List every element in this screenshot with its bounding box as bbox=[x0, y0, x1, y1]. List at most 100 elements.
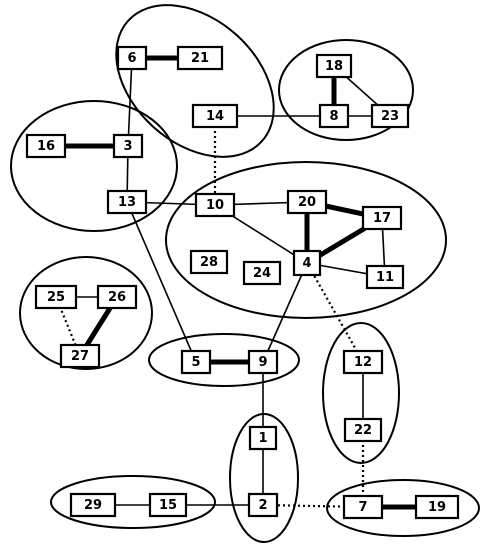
node-label-22: 22 bbox=[354, 423, 372, 438]
node-box-7 bbox=[342, 494, 384, 520]
node-box-18 bbox=[315, 53, 353, 79]
node-27: 27 bbox=[59, 343, 101, 369]
node-label-8: 8 bbox=[329, 109, 338, 124]
cluster-6-21-14 bbox=[115, 4, 275, 158]
node-box-25 bbox=[34, 284, 78, 310]
cluster-12-22 bbox=[322, 322, 400, 464]
node-label-26: 26 bbox=[108, 290, 126, 305]
node-box-19 bbox=[414, 494, 460, 520]
node-label-14: 14 bbox=[206, 109, 224, 124]
node-10: 10 bbox=[194, 192, 236, 218]
node-label-10: 10 bbox=[206, 198, 224, 213]
node-box-17 bbox=[361, 205, 403, 231]
node-label-1: 1 bbox=[258, 431, 267, 446]
node-box-9 bbox=[247, 349, 279, 375]
node-21: 21 bbox=[176, 45, 224, 71]
node-box-16 bbox=[25, 133, 67, 159]
node-label-25: 25 bbox=[47, 290, 65, 305]
node-17: 17 bbox=[361, 205, 403, 231]
node-label-20: 20 bbox=[298, 195, 316, 210]
node-label-23: 23 bbox=[381, 109, 399, 124]
node-28: 28 bbox=[189, 249, 229, 275]
node-6: 6 bbox=[116, 45, 148, 71]
node-box-8 bbox=[318, 103, 350, 129]
node-label-13: 13 bbox=[118, 195, 136, 210]
node-box-13 bbox=[106, 189, 148, 215]
edge-13-5 bbox=[126, 201, 197, 363]
node-13: 13 bbox=[106, 189, 148, 215]
node-label-19: 19 bbox=[428, 500, 446, 515]
node-label-15: 15 bbox=[159, 498, 177, 513]
cluster-7-19 bbox=[326, 479, 480, 537]
node-box-29 bbox=[69, 492, 117, 518]
node-label-3: 3 bbox=[123, 139, 132, 154]
edge-4-12 bbox=[306, 262, 364, 363]
node-label-28: 28 bbox=[200, 255, 218, 270]
node-box-6 bbox=[116, 45, 148, 71]
cluster-5-9 bbox=[148, 333, 300, 387]
node-label-29: 29 bbox=[84, 498, 102, 513]
node-label-4: 4 bbox=[302, 256, 311, 271]
node-19: 19 bbox=[414, 494, 460, 520]
node-18: 18 bbox=[315, 53, 353, 79]
node-label-5: 5 bbox=[191, 355, 200, 370]
node-label-6: 6 bbox=[127, 51, 136, 66]
node-16: 16 bbox=[25, 133, 67, 159]
node-7: 7 bbox=[342, 494, 384, 520]
node-26: 26 bbox=[96, 284, 138, 310]
node-label-21: 21 bbox=[191, 51, 209, 66]
node-22: 22 bbox=[343, 417, 383, 443]
node-label-9: 9 bbox=[258, 355, 267, 370]
node-box-21 bbox=[176, 45, 224, 71]
node-9: 9 bbox=[247, 349, 279, 375]
node-box-11 bbox=[365, 264, 405, 290]
node-layer: 1234567891011121314151617181920212223242… bbox=[25, 45, 460, 520]
node-label-17: 17 bbox=[373, 211, 391, 226]
node-box-14 bbox=[191, 103, 239, 129]
node-8: 8 bbox=[318, 103, 350, 129]
cluster-29-15 bbox=[50, 475, 216, 529]
node-label-11: 11 bbox=[376, 270, 394, 285]
node-2: 2 bbox=[247, 492, 279, 518]
cluster-16-3-13 bbox=[10, 100, 178, 232]
node-box-2 bbox=[247, 492, 279, 518]
node-box-27 bbox=[59, 343, 101, 369]
node-box-26 bbox=[96, 284, 138, 310]
node-24: 24 bbox=[242, 260, 282, 286]
node-box-5 bbox=[180, 349, 212, 375]
node-label-12: 12 bbox=[354, 355, 372, 370]
node-box-23 bbox=[370, 103, 410, 129]
node-label-7: 7 bbox=[358, 500, 367, 515]
edge-4-9 bbox=[262, 262, 308, 363]
node-11: 11 bbox=[365, 264, 405, 290]
node-5: 5 bbox=[180, 349, 212, 375]
node-label-18: 18 bbox=[325, 59, 343, 74]
node-label-24: 24 bbox=[253, 266, 271, 281]
node-12: 12 bbox=[342, 349, 384, 375]
node-label-2: 2 bbox=[258, 498, 267, 513]
node-box-10 bbox=[194, 192, 236, 218]
node-14: 14 bbox=[191, 103, 239, 129]
cluster-18-8-23 bbox=[278, 39, 414, 141]
node-15: 15 bbox=[148, 492, 188, 518]
node-29: 29 bbox=[69, 492, 117, 518]
cluster-25-26-27 bbox=[19, 256, 153, 370]
node-box-22 bbox=[343, 417, 383, 443]
node-25: 25 bbox=[34, 284, 78, 310]
node-box-20 bbox=[286, 189, 328, 215]
node-23: 23 bbox=[370, 103, 410, 129]
node-label-16: 16 bbox=[37, 139, 55, 154]
node-4: 4 bbox=[292, 249, 322, 277]
cluster-10-20-17-4-11-28-24 bbox=[165, 161, 447, 319]
edge-2-7 bbox=[262, 503, 364, 509]
node-3: 3 bbox=[112, 133, 144, 159]
node-1: 1 bbox=[248, 425, 278, 451]
cluster-1-2 bbox=[229, 413, 299, 543]
node-label-27: 27 bbox=[71, 349, 89, 364]
node-box-12 bbox=[342, 349, 384, 375]
edge-6-3 bbox=[127, 57, 133, 147]
node-box-15 bbox=[148, 492, 188, 518]
node-box-4 bbox=[292, 249, 322, 277]
node-box-28 bbox=[189, 249, 229, 275]
